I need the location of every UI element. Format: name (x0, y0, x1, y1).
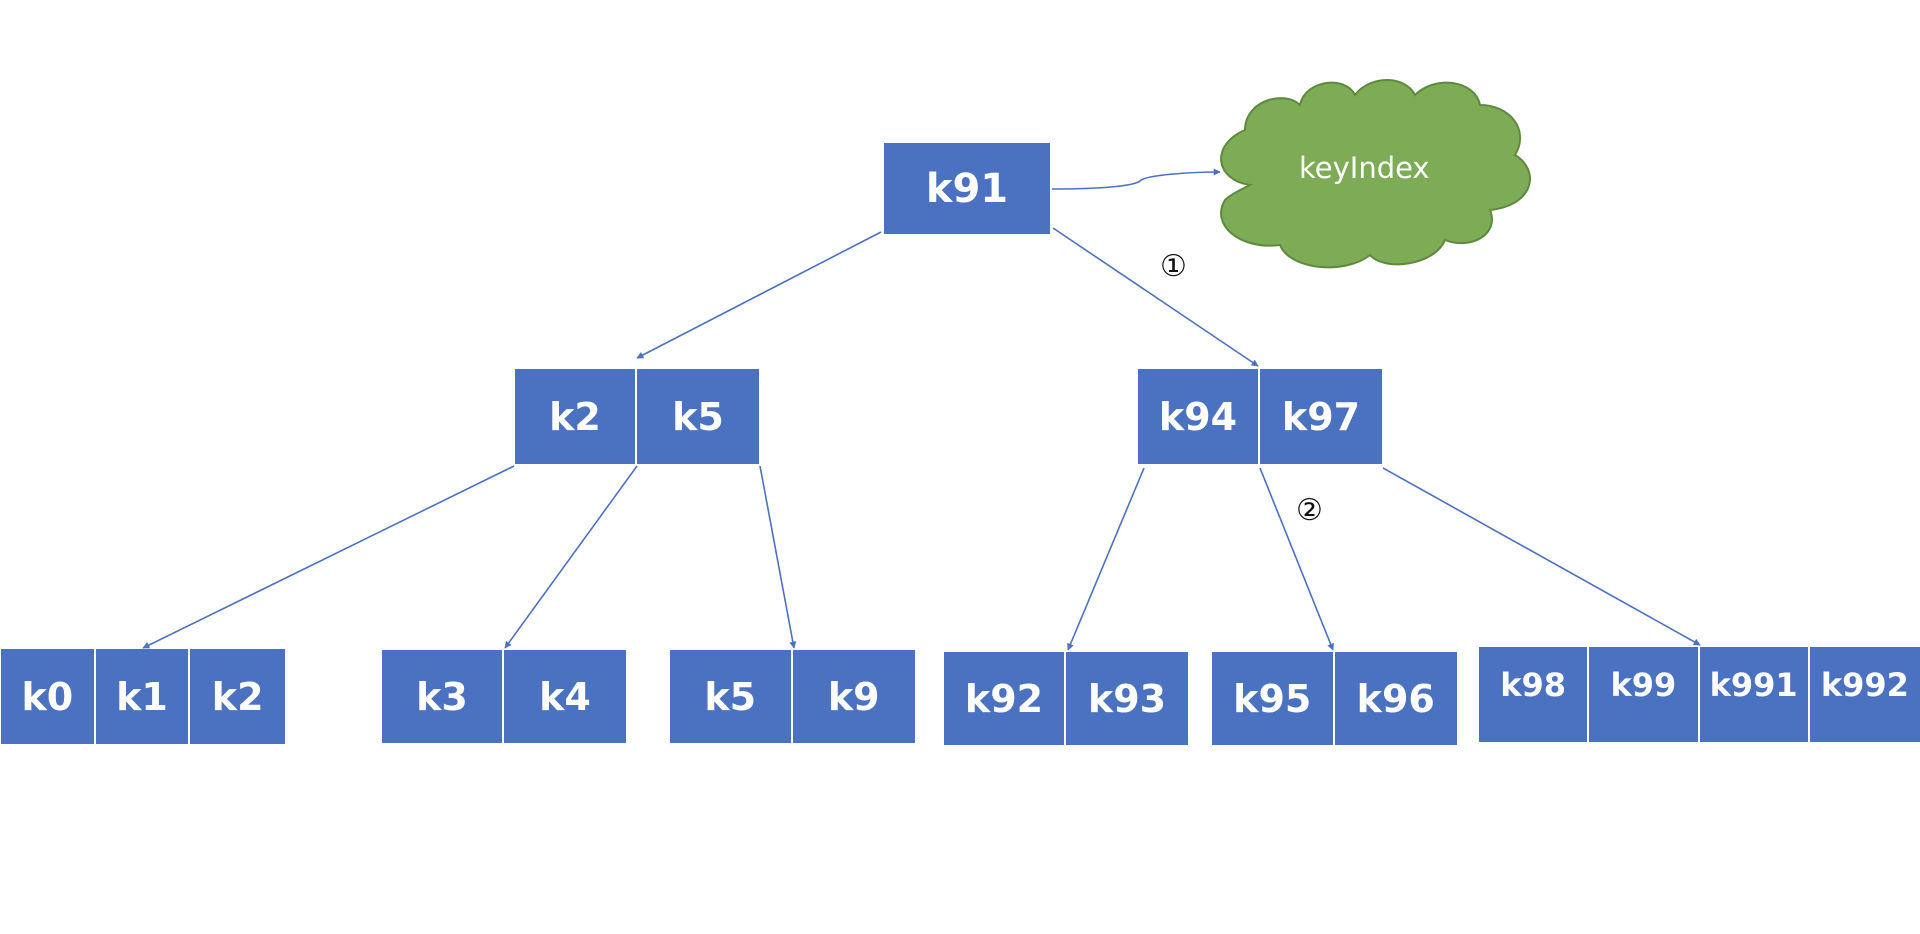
internal-node-0-key-1: k5 (637, 369, 759, 464)
leaf-node-0-key-0: k0 (1, 649, 96, 744)
tree-edge-3 (504, 465, 638, 649)
tree-edge-6 (1259, 467, 1334, 651)
leaf-node-5-key-1: k99 (1589, 647, 1700, 742)
internal-node-1-key-1: k97 (1260, 369, 1382, 464)
leaf-node-4-key-0: k95 (1212, 652, 1335, 745)
tree-edges (142, 168, 1701, 651)
leaf-node-5-key-3: k992 (1809, 647, 1920, 742)
leaf-node-0-key-1: k1 (95, 649, 191, 744)
leaf-node-0-key-2: k2 (190, 649, 285, 744)
internal-node-0-key-0: k2 (515, 369, 637, 464)
tree-edge-7 (1382, 467, 1701, 646)
cloud-shape (1220, 79, 1531, 269)
leaf-node-5-key-0: k98 (1479, 647, 1590, 742)
internal-node-1-key-0: k94 (1138, 369, 1260, 464)
leaf-node-3-key-0: k92 (944, 652, 1066, 745)
tree-edge-5 (1067, 467, 1145, 651)
step-marker-1: ① (1160, 249, 1187, 284)
leaf-node-1-key-0: k3 (382, 650, 504, 743)
keyindex-cloud (1220, 79, 1531, 269)
leaf-node-2-key-1: k9 (792, 650, 915, 743)
tree-edge-0 (636, 231, 882, 359)
root-node-key-0: k91 (884, 143, 1050, 234)
leaf-node-3-key-1: k93 (1066, 652, 1188, 745)
leaf-node-4-key-1: k96 (1334, 652, 1457, 745)
tree-edge-4 (759, 465, 797, 649)
cloud-label: keyIndex (1299, 151, 1430, 185)
tree-edge-1 (1052, 227, 1259, 367)
tree-edge-2 (142, 465, 515, 649)
leaf-node-1-key-1: k4 (504, 650, 626, 743)
leaf-node-5-key-2: k991 (1699, 647, 1810, 742)
keyindex-connector (1051, 168, 1221, 190)
leaf-node-2-key-0: k5 (670, 650, 793, 743)
step-marker-2: ② (1296, 493, 1323, 528)
